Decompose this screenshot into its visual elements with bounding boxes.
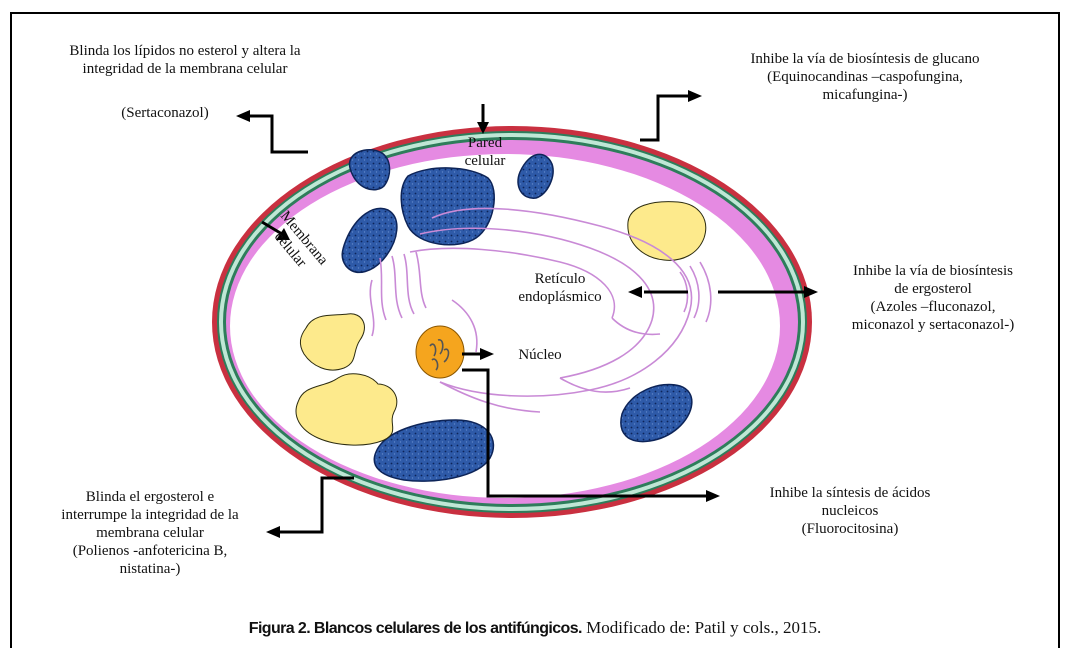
label-bottom-left: Blinda el ergosterol e interrumpe la int… [30,488,270,578]
label-top-left: Blinda los lípidos no esterol y altera l… [20,42,350,78]
connector-bottom-left [280,478,354,532]
connector-top-right [640,96,690,140]
label-nucleus: Núcleo [500,346,580,364]
label-middle-right: Inhibe la vía de biosíntesis de ergoster… [808,262,1058,334]
caption-bold: Figura 2. Blancos celulares de los antif… [249,620,582,637]
mitochondrion [401,168,494,245]
label-cell-wall: Pared celular [440,134,530,170]
label-top-left-drug: (Sertaconazol) [90,104,240,122]
nucleus [416,326,464,378]
caption-rest: Modificado de: Patil y cols., 2015. [582,618,821,637]
connector-top-left [248,116,308,152]
figure-caption: Figura 2. Blancos celulares de los antif… [0,618,1070,638]
label-er: Retículo endoplásmico [500,270,620,306]
arrowhead-icon [706,490,720,502]
label-bottom-right: Inhibe la síntesis de ácidos nucleicos (… [730,484,970,538]
label-top-right: Inhibe la vía de biosíntesis de glucano … [690,50,1040,104]
